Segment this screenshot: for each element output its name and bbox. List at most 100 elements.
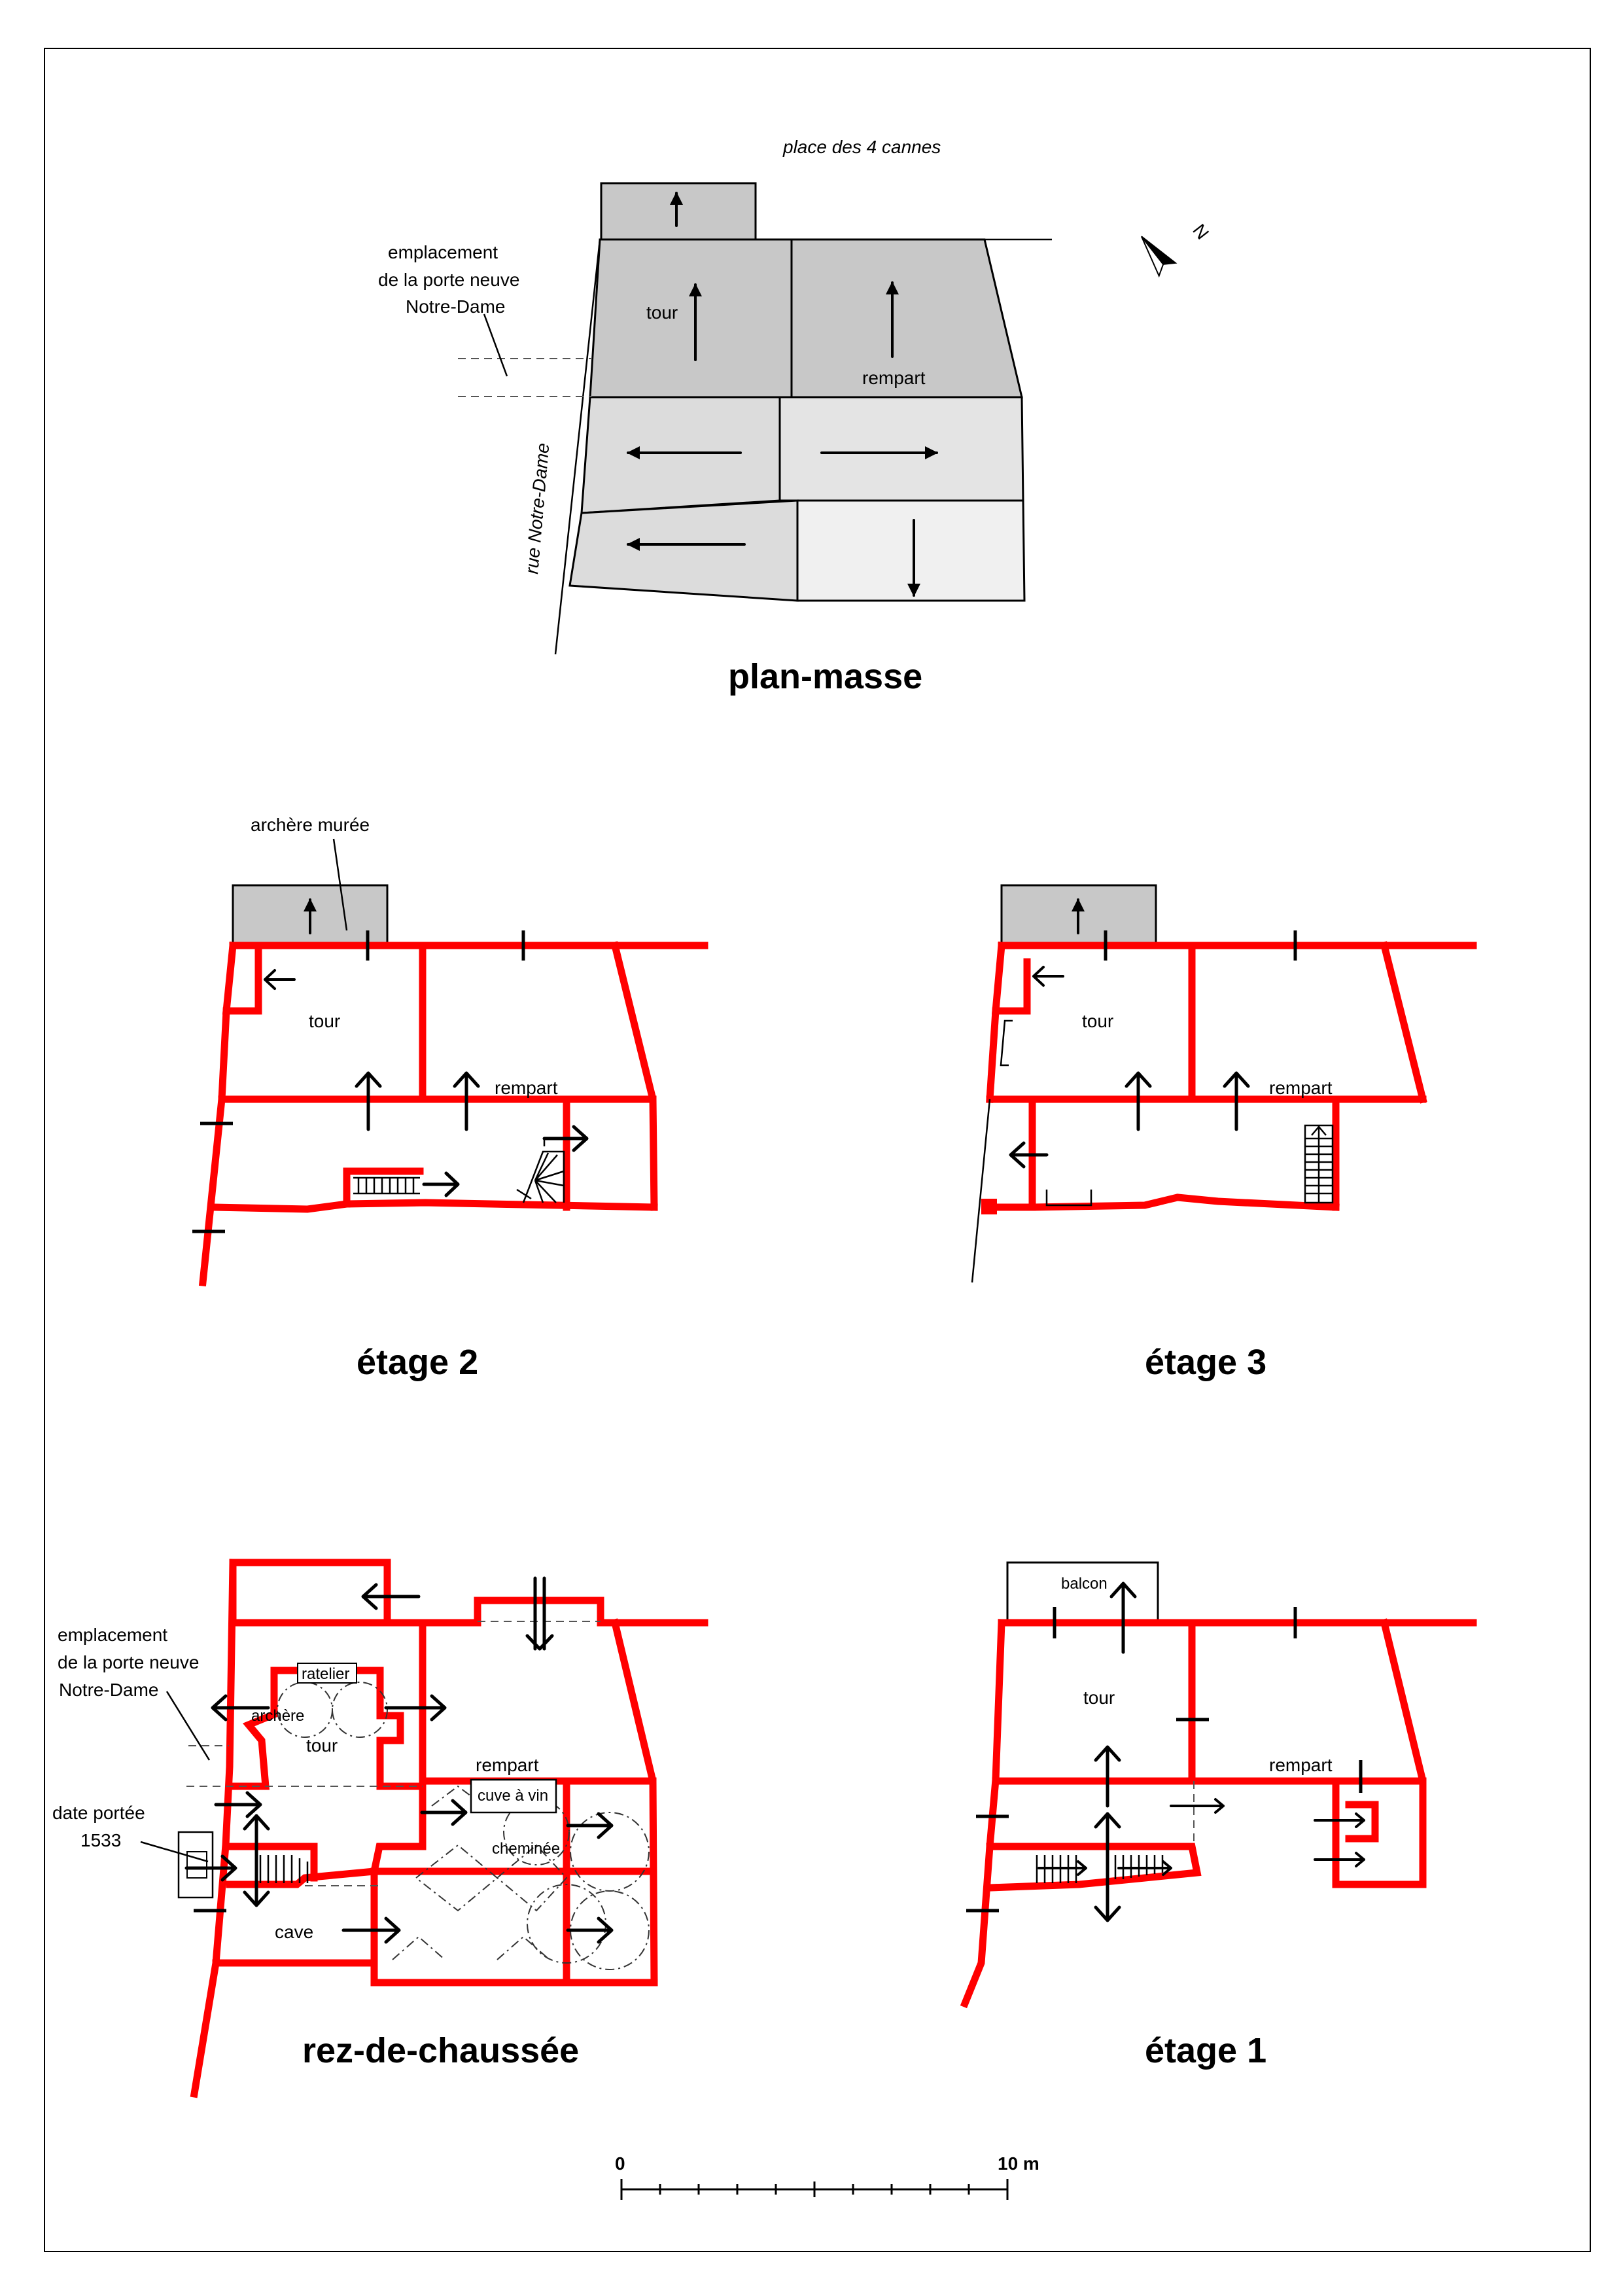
plan-etage-2: archère murée bbox=[192, 815, 708, 1382]
arrow-left-etage3 bbox=[1032, 966, 1064, 987]
label-rempart-etage1: rempart bbox=[1269, 1755, 1333, 1775]
vault-circle-1 bbox=[277, 1682, 333, 1738]
vault-diamond-1 bbox=[415, 1844, 498, 1912]
label-emplacement-rdc-1: emplacement bbox=[58, 1625, 167, 1645]
parcel-archere bbox=[600, 182, 757, 241]
plan-etage-3: tour rempart étage 3 bbox=[971, 884, 1477, 1382]
arrow-right-lower-etage1 bbox=[1314, 1852, 1365, 1867]
arrow-right-cuve-rdc bbox=[566, 1812, 614, 1839]
vault-diamond-2 bbox=[496, 1844, 568, 1912]
arrow-up-balcon-etage1 bbox=[1109, 1581, 1137, 1654]
plan-masse: place des 4 cannes emplacement de la por… bbox=[378, 137, 1213, 696]
emplacement-leader-rdc bbox=[166, 1691, 211, 1761]
arrow-down-double-rdc bbox=[525, 1576, 554, 1651]
parcel-west-2 bbox=[568, 499, 799, 602]
porte-neuve-leader bbox=[483, 313, 508, 377]
vault-diamond-3 bbox=[392, 1935, 445, 1960]
label-emplacement-2: de la porte neuve bbox=[378, 270, 519, 290]
label-rue-notre-dame: rue Notre-Dame bbox=[521, 442, 553, 575]
stair-rdc bbox=[259, 1855, 309, 1883]
arrow-right-stair-rdc bbox=[184, 1854, 237, 1882]
arrow-up-tour-etage1 bbox=[1094, 1745, 1121, 1808]
street-rue-notre-dame bbox=[554, 239, 601, 655]
label-cave: cave bbox=[275, 1922, 313, 1942]
wall-west-etage1 bbox=[960, 1619, 1005, 2009]
label-balcon: balcon bbox=[1061, 1575, 1108, 1593]
scale-label-end: 10 m bbox=[998, 2153, 1039, 2174]
ratelier-box bbox=[297, 1663, 357, 1684]
arrow-right-cave-rdc bbox=[341, 1916, 401, 1944]
wall-east-etage1 bbox=[1332, 1618, 1427, 1888]
wall-stair-block-etage2 bbox=[343, 1167, 424, 1208]
label-rempart-etage3: rempart bbox=[1269, 1078, 1333, 1098]
arrow-right-tour-rdc bbox=[384, 1694, 447, 1722]
label-date-1533: 1533 bbox=[80, 1830, 121, 1850]
arrow-up-rempart-etage2 bbox=[453, 1071, 480, 1131]
label-rempart-rdc: rempart bbox=[476, 1755, 539, 1775]
stair-straight-etage2 bbox=[353, 1176, 420, 1195]
wall-stair-box-etage1 bbox=[986, 1843, 1202, 1892]
arrow-left-annex-rdc bbox=[361, 1583, 421, 1610]
wall-tour-west-etage3 bbox=[986, 1007, 1000, 1103]
title-etage-2: étage 2 bbox=[357, 1343, 478, 1382]
label-emplacement-rdc-2: de la porte neuve bbox=[58, 1652, 199, 1672]
arrow-right-stair-etage2 bbox=[422, 1171, 460, 1197]
wall-tour-west-etage2 bbox=[198, 1007, 230, 1287]
title-rez-de-chaussee: rez-de-chaussée bbox=[302, 2031, 579, 2070]
arrow-up-tour-etage3 bbox=[1125, 1071, 1152, 1131]
wall-west-rdc bbox=[190, 1559, 237, 2098]
vault-circle-2 bbox=[332, 1682, 388, 1738]
parcel-tour bbox=[589, 238, 793, 398]
wall-east-etage2 bbox=[610, 941, 658, 1211]
arrow-right-upper-etage2 bbox=[542, 1125, 589, 1152]
arrow-right-porte-rdc bbox=[214, 1791, 262, 1818]
label-cheminee: cheminée bbox=[492, 1840, 560, 1858]
label-cuve-a-vin: cuve à vin bbox=[478, 1787, 548, 1805]
cuve-a-vin-box bbox=[470, 1778, 557, 1814]
wall-mid-south-rdc bbox=[226, 1843, 427, 1888]
label-date-portee: date portée bbox=[52, 1803, 145, 1823]
scale-bar: 0 10 m bbox=[615, 2153, 1039, 2200]
arrow-diag-etage1 bbox=[1170, 1798, 1225, 1814]
wall-cellar-vault-rdc bbox=[370, 1867, 658, 1987]
label-ratelier: ratelier bbox=[302, 1665, 349, 1683]
arrow-right-rempart-rdc bbox=[420, 1799, 468, 1826]
vault-diamond-4 bbox=[497, 1935, 550, 1960]
vault-circle-5 bbox=[570, 1890, 650, 1970]
label-archere-rdc: archère bbox=[251, 1707, 304, 1725]
arrow-left-etage2 bbox=[264, 969, 296, 990]
label-rempart-plan-masse: rempart bbox=[862, 368, 926, 388]
title-etage-1: étage 1 bbox=[1145, 2031, 1266, 2070]
label-archere-muree: archère murée bbox=[251, 815, 370, 835]
date-portee-box-inner bbox=[186, 1851, 207, 1879]
wall-tour-box-rdc bbox=[270, 1667, 427, 1790]
arrow-right-cellar-rdc bbox=[566, 1916, 614, 1944]
scale-label-start: 0 bbox=[615, 2153, 625, 2174]
wall-east-rdc bbox=[610, 1618, 658, 1987]
arrow-updown-stair-rdc bbox=[243, 1814, 270, 1907]
title-etage-3: étage 3 bbox=[1145, 1343, 1266, 1382]
label-emplacement-rdc-3: Notre-Dame bbox=[59, 1680, 158, 1700]
street-line-etage3 bbox=[971, 1099, 991, 1283]
arrow-left-archere-rdc bbox=[211, 1694, 270, 1722]
parcel-east-2 bbox=[796, 499, 1026, 602]
arrow-right-stair-etage1 bbox=[1038, 1860, 1087, 1876]
label-tour-etage3: tour bbox=[1082, 1011, 1113, 1031]
plan-masse-parcels bbox=[568, 182, 1026, 602]
arrow-up-rempart-etage3 bbox=[1223, 1071, 1250, 1131]
balcon-box bbox=[1006, 1561, 1159, 1624]
arrow-left-lower-etage3 bbox=[1009, 1141, 1049, 1169]
north-arrow-icon bbox=[1140, 236, 1178, 278]
plan-etage-1: balcon tour rempart étage 1 bbox=[960, 1561, 1477, 2070]
label-emplacement-1: emplacement bbox=[388, 242, 498, 262]
label-tour-rdc: tour bbox=[306, 1735, 338, 1756]
label-rempart-etage2: rempart bbox=[495, 1078, 558, 1098]
arrow-right-chimney-etage1 bbox=[1314, 1812, 1365, 1828]
plan-rez-de-chaussee: ratelier archère tour rempart cuve à vin… bbox=[52, 1559, 708, 2098]
bench-etage3 bbox=[1045, 1190, 1092, 1207]
arrow-updown-stair-etage1 bbox=[1094, 1812, 1121, 1922]
wall-annex-rdc bbox=[229, 1559, 391, 1627]
label-tour-etage1: tour bbox=[1083, 1687, 1115, 1708]
label-place-des-4-cannes: place des 4 cannes bbox=[782, 137, 941, 157]
date-portee-box bbox=[177, 1831, 214, 1899]
